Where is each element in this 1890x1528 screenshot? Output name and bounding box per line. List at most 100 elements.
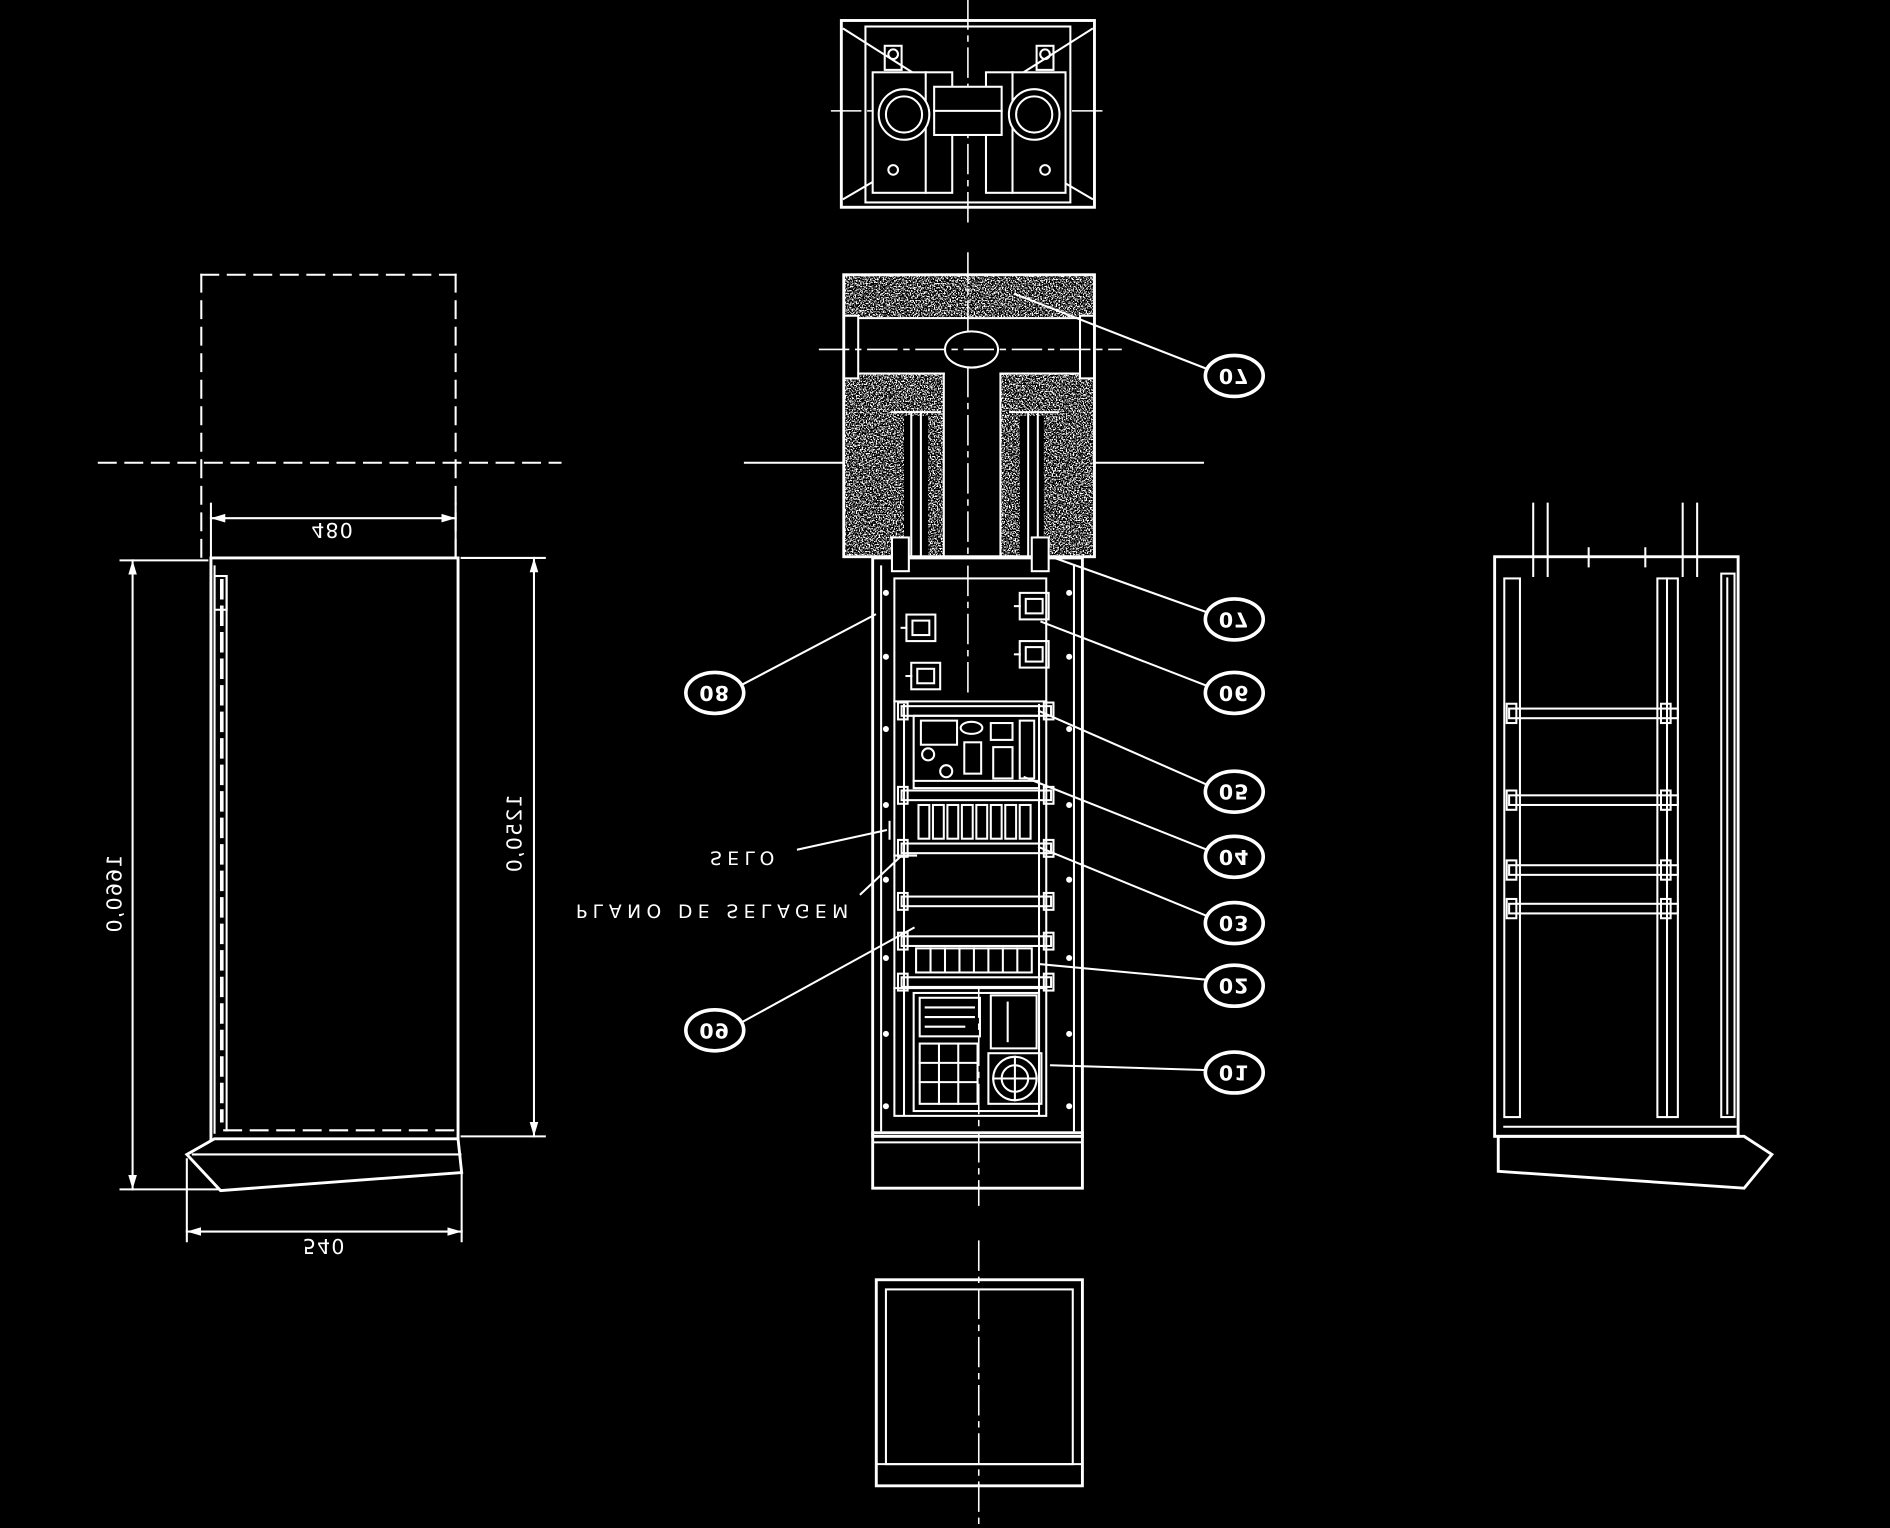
callout-4-line <box>1040 620 1208 687</box>
right-meter-socket-plan-rect <box>1035 44 1055 71</box>
right-side-elevation-rect <box>1720 572 1736 1119</box>
callout-10-label: 01 <box>1219 1060 1250 1084</box>
sealing-plane-annotation: PLANO DE SELAGEM <box>576 854 918 920</box>
callout-5-line <box>1037 709 1208 786</box>
circuit-breakers-rect <box>1004 803 1018 840</box>
top-conduits <box>1532 502 1699 578</box>
bottom-plan-view <box>874 1240 1084 1528</box>
cabinet-screws-circle <box>1066 1103 1073 1110</box>
cabinet-front-body-rect <box>893 577 1048 1117</box>
circuit-breakers-rect <box>931 803 945 840</box>
callout-8-ellipse <box>1203 963 1266 1009</box>
side-rails <box>1505 702 1679 920</box>
side-rails-rect <box>1508 864 1679 876</box>
din-rails-rect <box>896 701 909 721</box>
callout-7: 03 <box>1037 845 1266 946</box>
dimension-top-width-label: 480 <box>311 518 354 542</box>
callout-10: 01 <box>1050 1050 1266 1095</box>
cabinet-screws-circle <box>882 653 889 660</box>
din-rails-rect <box>896 838 909 858</box>
callout-2-line <box>1049 555 1208 614</box>
left-cabinet-body <box>209 556 460 1141</box>
side-rails-rect <box>1659 897 1672 920</box>
din-rails-rect <box>1042 972 1055 992</box>
meter-device-panel <box>912 714 1041 790</box>
callout-5-ellipse <box>1203 769 1266 815</box>
cabinet-screws-circle <box>1066 801 1073 808</box>
din-rails <box>896 701 1055 992</box>
callout-4: 06 <box>1040 620 1266 716</box>
cabinet-screws-circle <box>1066 955 1073 962</box>
callout-7-line <box>1037 845 1208 918</box>
concrete-foundation-block-rect <box>1019 415 1044 557</box>
callout-3: 08 <box>684 613 877 716</box>
callout-8-line <box>1037 962 1208 981</box>
callout-2: 07 <box>1049 555 1266 642</box>
callout-1-line <box>1013 292 1208 371</box>
din-rails-rect <box>900 895 1053 908</box>
din-rails-rect <box>1042 931 1055 951</box>
cabinet-front-body-rect <box>1030 536 1050 573</box>
left-base-plinth-polygon <box>184 1137 464 1193</box>
cabinet-screws-circle <box>1066 726 1073 733</box>
dimension-top-width: 480 <box>209 502 457 559</box>
socket-connector <box>905 661 942 691</box>
socket-connector-rect <box>1024 597 1044 615</box>
socket-connector-rect <box>910 661 942 691</box>
concrete-foundation-block-rect <box>842 314 860 380</box>
seal-label: SELO <box>710 846 780 867</box>
callout-3-label: 08 <box>699 681 730 705</box>
callout-7-ellipse <box>1203 900 1266 946</box>
socket-connector-rect <box>1018 591 1050 621</box>
socket-connector <box>1013 640 1050 669</box>
socket-connector <box>1013 591 1050 621</box>
callout-4-ellipse <box>1203 670 1266 716</box>
top-plan-view-rect <box>864 25 1072 204</box>
din-rails-rect <box>900 789 1053 802</box>
side-rails-rect <box>1659 702 1672 725</box>
din-rails-rect <box>900 935 1053 947</box>
side-rails-rect <box>1659 859 1672 881</box>
callout-10-line <box>1050 1064 1208 1072</box>
right-meter-socket-plan-circle <box>1039 48 1051 61</box>
din-rails-rect <box>900 976 1053 988</box>
right-side-elevation-rect <box>1493 555 1740 1138</box>
din-rails-rect <box>1042 891 1055 911</box>
bottom-compartment-equipment-rect <box>987 1052 1043 1105</box>
circuit-breakers-rect <box>1018 803 1032 840</box>
dimension-body-height-label: 1250,0 <box>503 794 527 873</box>
circuit-breakers-rect <box>946 803 960 840</box>
cabinet-screws-circle <box>882 876 889 883</box>
callout-9-ellipse <box>684 1008 746 1053</box>
top-plan-view <box>830 0 1108 230</box>
callout-6-line <box>1023 775 1208 851</box>
left-cabinet-body-rect <box>213 574 228 611</box>
cabinet-screws-circle <box>1066 1030 1073 1037</box>
dimension-base-width: 540 <box>185 1158 463 1258</box>
left-meter-socket-plan-circle <box>884 95 924 134</box>
callout-10-ellipse <box>1203 1050 1266 1095</box>
cabinet-screws-circle <box>882 1030 889 1037</box>
callout-3-ellipse <box>684 670 746 716</box>
callout-8: 02 <box>1037 962 1266 1009</box>
socket-connector-rect <box>1018 640 1050 669</box>
sealing-plane-annotation-line <box>859 854 904 896</box>
circuit-breakers-rect <box>975 803 989 840</box>
callout-6-ellipse <box>1203 834 1266 880</box>
side-rails-rect <box>1505 789 1518 811</box>
cabinet-screws-circle <box>882 801 889 808</box>
side-rails-rect <box>1505 859 1518 881</box>
top-plan-view-rect <box>839 19 1096 209</box>
dimension-overall-height-label: 1660,0 <box>103 855 127 934</box>
meter-device-panel-rect <box>1018 719 1036 780</box>
cabinet-screws-circle <box>882 955 889 962</box>
circuit-breakers-rect <box>989 803 1003 840</box>
concrete-foundation-block-rect <box>943 349 1001 557</box>
socket-connector-rect <box>1024 646 1044 663</box>
left-base-plinth <box>184 1137 464 1193</box>
callout-8-label: 02 <box>1219 974 1250 998</box>
meter-device-panel-ellipse <box>959 720 984 735</box>
socket-connector-rect <box>911 619 931 637</box>
callout-9-line <box>741 926 916 1024</box>
